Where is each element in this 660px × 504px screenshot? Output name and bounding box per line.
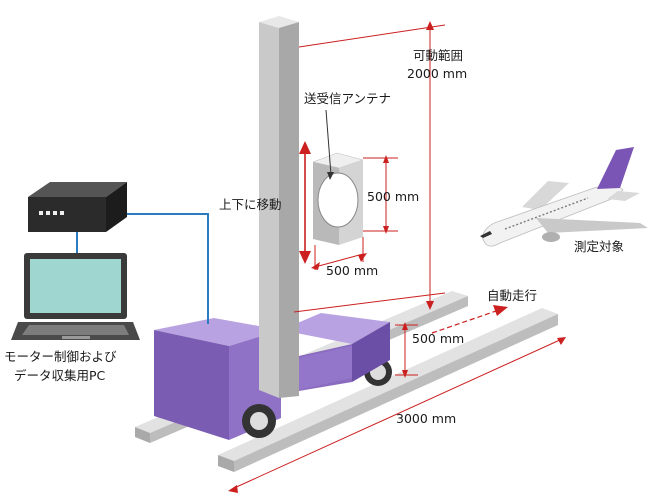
pc-label-line1: モーター制御および bbox=[4, 349, 117, 364]
antenna-height-label: 500 mm bbox=[367, 189, 419, 204]
vertical-tower bbox=[259, 16, 299, 398]
pc-label-line2: データ収集用PC bbox=[14, 368, 106, 383]
dimension-arrowheads bbox=[228, 21, 566, 493]
target-label: 測定対象 bbox=[574, 239, 624, 254]
antenna-box bbox=[312, 152, 364, 245]
rail-height-label: 500 mm bbox=[412, 331, 464, 346]
antenna-label: 送受信アンテナ bbox=[304, 91, 391, 106]
antenna-width-label: 500 mm bbox=[326, 263, 378, 278]
blue-cables bbox=[76, 213, 209, 324]
movable-range-value: 2000 mm bbox=[407, 66, 467, 81]
vertical-move-label: 上下に移動 bbox=[219, 197, 282, 212]
laptop-pc bbox=[11, 253, 140, 340]
motor-controller-box bbox=[28, 182, 127, 232]
rail-front bbox=[218, 308, 558, 472]
auto-travel-label: 自動走行 bbox=[487, 288, 537, 303]
aircraft-target bbox=[480, 147, 648, 247]
rail-length-label: 3000 mm bbox=[396, 411, 456, 426]
movable-range-title: 可動範囲 bbox=[413, 48, 463, 63]
auto-travel-arrow bbox=[431, 305, 508, 334]
vertical-move-arrow bbox=[299, 141, 311, 264]
dimension-lines bbox=[231, 24, 563, 490]
motorized-cart bbox=[154, 313, 392, 440]
